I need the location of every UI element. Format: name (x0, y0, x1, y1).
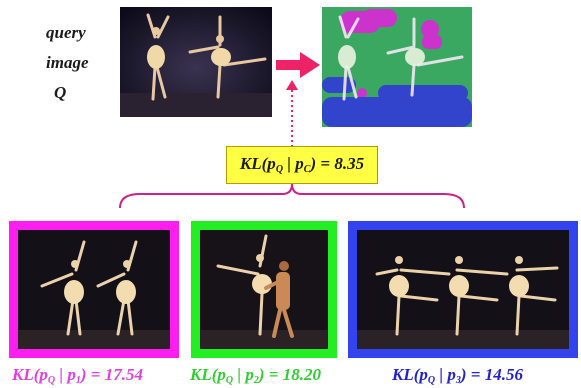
candidate-kl-1-sub1: Q (47, 375, 56, 386)
candidate-kl-3-mid: | p (435, 365, 456, 384)
candidate-kl-3-prefix: KL(p (392, 365, 428, 384)
dotted-connector-arrow (286, 80, 298, 146)
candidate-kl-2-mid: | p (233, 365, 254, 384)
candidate-kl-3-suffix: ) = 14.56 (460, 365, 523, 384)
candidate-kl-2-prefix: KL(p (190, 365, 226, 384)
candidate-kl-2-sub2: 2 (253, 375, 259, 386)
candidate-image-1 (18, 230, 170, 349)
candidate-kl-2-sub1: Q (225, 375, 234, 386)
candidate-image-3 (357, 230, 569, 349)
query-image (120, 7, 272, 117)
curly-brace (119, 183, 465, 209)
candidate-kl-1-mid: | p (55, 365, 76, 384)
segmentation-image (322, 7, 472, 127)
candidate-image-2 (200, 230, 328, 349)
candidate-kl-3-sub2: 3 (455, 375, 461, 386)
overall-kl-box: KL(pQ | pC) = 8.35 (226, 146, 378, 184)
overall-kl-formula: KL(pQ | pC) = 8.35 (240, 155, 364, 175)
candidate-kl-2-suffix: ) = 18.20 (258, 365, 321, 384)
arrow-right-icon (276, 52, 320, 78)
candidate-kl-1-prefix: KL(p (12, 365, 48, 384)
candidate-kl-1-sub2: 1 (75, 375, 81, 386)
candidate-kl-3: KL(pQ | p3) = 14.56 (392, 366, 523, 386)
candidate-kl-1: KL(pQ | p1) = 17.54 (12, 366, 143, 386)
overall-kl-mid: | p (283, 154, 304, 173)
overall-kl-sub1: Q (275, 164, 284, 175)
query-label-line-3: Q (54, 83, 67, 102)
candidate-kl-2: KL(pQ | p2) = 18.20 (190, 366, 321, 386)
overall-kl-sub2: C (303, 164, 311, 175)
overall-kl-prefix: KL(p (239, 154, 276, 173)
candidate-kl-1-suffix: ) = 17.54 (80, 365, 143, 384)
candidate-kl-3-sub1: Q (427, 375, 436, 386)
query-label-line-1: query (46, 23, 86, 42)
query-label-line-2: image (46, 53, 89, 72)
overall-kl-suffix: ) = 8.35 (310, 154, 365, 173)
